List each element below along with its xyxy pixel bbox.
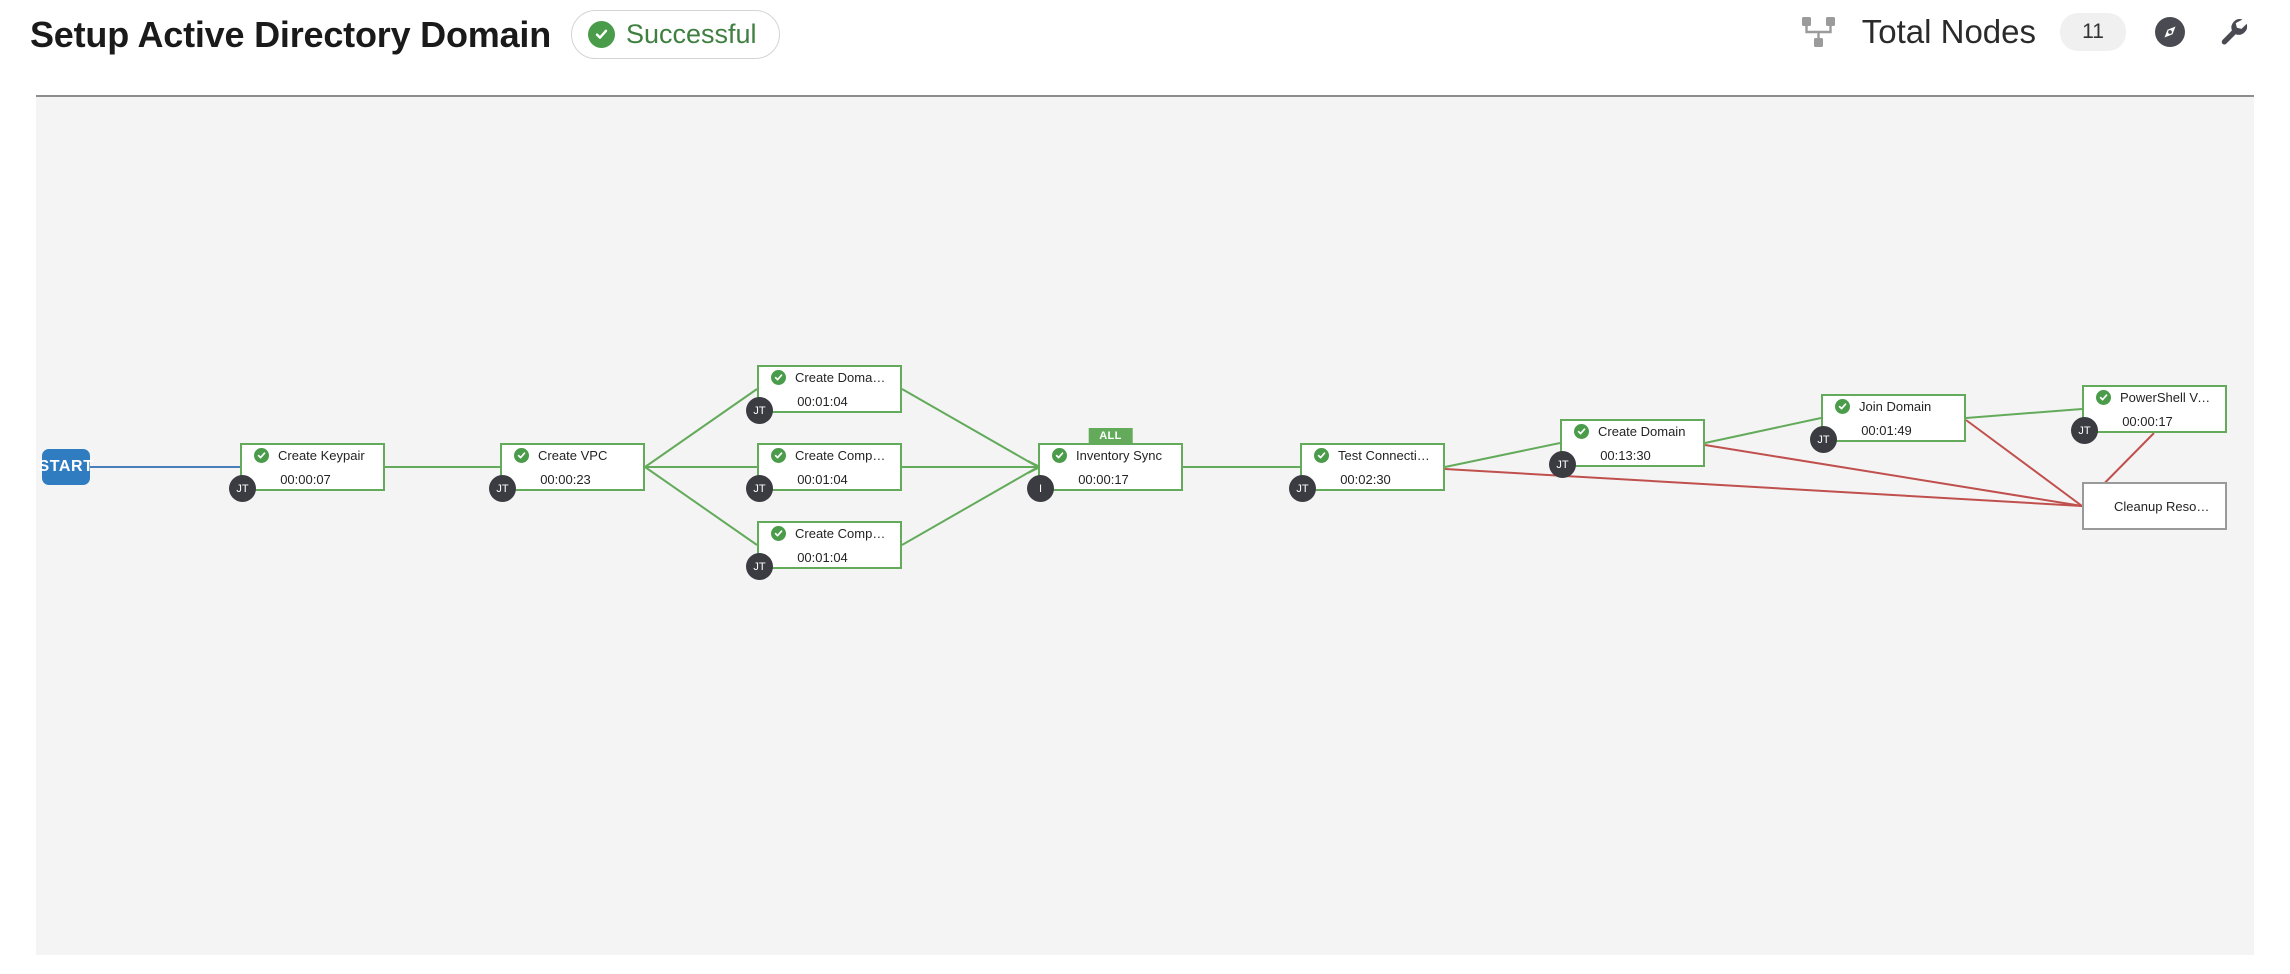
header-left-group: Setup Active Directory Domain Successful [30,10,780,59]
node-duration: 00:01:04 [797,549,848,565]
check-circle-icon [1574,423,1589,439]
node-title-row: Create Domain [1562,423,1703,439]
check-circle-icon [2096,389,2111,405]
workflow-node[interactable]: Create Domain Contr... 00:01:04 JT [746,365,902,424]
check-circle-icon [254,447,269,463]
node-title: Create Domain Contr... [795,369,888,385]
node-type-badge[interactable]: JT [1549,451,1576,478]
node-title: PowerShell Validation [2120,389,2213,405]
node-title: Create Computer (2) [795,525,888,541]
node-duration: 00:00:17 [2122,413,2173,429]
workflow-node[interactable]: Create Domain 00:13:30 JT [1549,419,1705,478]
node-title-row: Test Connectivity [1302,447,1443,463]
node-title: Create Domain [1598,423,1686,439]
node-title-row: Create Domain Contr... [759,369,900,385]
node-duration: 00:01:04 [797,393,848,409]
check-circle-icon [771,447,786,463]
node-title-row: Create Computer (2) [759,525,900,541]
workflow-node[interactable]: Cleanup Resources [2082,482,2227,530]
total-nodes-label: Total Nodes [1861,13,2036,50]
node-title: Test Connectivity [1338,447,1431,463]
node-title-row: Join Domain [1823,398,1964,414]
workflow-node[interactable]: PowerShell Validation 00:00:17 JT [2071,385,2227,444]
node-title-row: Inventory Sync [1040,447,1181,463]
node-duration: 00:00:07 [280,471,331,487]
node-type-badge[interactable]: JT [229,475,256,502]
node-duration: 00:01:49 [1861,422,1912,438]
node-type-badge[interactable]: JT [1810,426,1837,453]
check-circle-icon [1314,447,1329,463]
edge-failure [1965,419,2083,507]
workflow-node[interactable]: Join Domain 00:01:49 JT [1810,394,1966,453]
check-circle-icon [1052,447,1067,463]
node-duration: 00:01:04 [797,471,848,487]
node-title-row: Create Keypair [242,447,383,463]
check-circle-icon [771,525,786,541]
node-duration: 00:00:23 [540,471,591,487]
node-duration: 00:13:30 [1600,447,1651,463]
node-title-row: Create VPC [502,447,643,463]
node-duration: 00:00:17 [1078,471,1129,487]
check-circle-icon [588,21,615,48]
compass-icon[interactable] [2150,12,2190,52]
node-type-badge[interactable]: JT [489,475,516,502]
workflow-node[interactable]: Test Connectivity 00:02:30 JT [1289,443,1445,502]
page-header: Setup Active Directory Domain Successful… [0,0,2290,97]
header-divider [36,95,2254,97]
check-circle-icon [771,369,786,385]
node-title-row: PowerShell Validation [2084,389,2225,405]
start-node[interactable]: START [38,449,93,485]
node-type-badge[interactable]: JT [746,475,773,502]
node-duration: 00:02:30 [1340,471,1391,487]
edge-failure [1704,444,2083,507]
workflow-node[interactable]: ALL Inventory Sync 00:00:17 I [1027,428,1183,502]
workflow-nodes-icon [1800,15,1838,49]
workflow-edges [90,388,2155,546]
node-type-badge[interactable]: JT [746,397,773,424]
node-type-badge[interactable]: JT [746,553,773,580]
page-title: Setup Active Directory Domain [30,13,551,55]
node-title: Join Domain [1859,398,1932,414]
edge-failure [1444,468,2083,507]
workflow-node[interactable]: Create Keypair 00:00:07 JT [229,443,385,502]
check-circle-icon [1835,398,1850,414]
node-title: Cleanup Resources [2114,498,2213,514]
workflow-node[interactable]: Create VPC 00:00:23 JT [489,443,645,502]
status-badge: Successful [571,10,780,59]
workflow-node[interactable]: Create Computer (2) 00:01:04 JT [746,521,902,580]
node-title: Inventory Sync [1076,447,1162,463]
start-node-label: START [38,458,94,475]
check-circle-icon [514,447,529,463]
node-all-badge: ALL [1088,428,1133,444]
header-right-group: Total Nodes 11 [1800,12,2254,52]
node-title: Create Keypair [278,447,365,463]
wrench-icon[interactable] [2214,12,2254,52]
node-title-row: Cleanup Resources [2084,499,2225,514]
node-title: Create Computer (1) [795,447,888,463]
node-type-badge[interactable]: JT [2071,417,2098,444]
total-nodes-count: 11 [2060,13,2126,51]
node-title-row: Create Computer (1) [759,447,900,463]
status-label: Successful [626,19,757,49]
workflow-node[interactable]: Create Computer (1) 00:01:04 JT [746,443,902,502]
node-type-badge[interactable]: JT [1289,475,1316,502]
node-title: Create VPC [538,447,608,463]
node-type-badge[interactable]: I [1027,475,1054,502]
